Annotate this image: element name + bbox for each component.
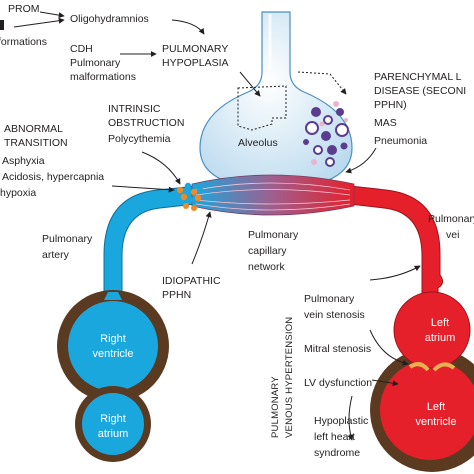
parenchymal-particles [303, 101, 349, 167]
label-idiopathic-1: IDIOPATHIC [162, 275, 221, 287]
label-idiopathic-2: PPHN [162, 289, 191, 301]
label-parenchymal-1: PARENCHYMAL L [374, 71, 462, 83]
label-vein-stenosis-2: vein stenosis [304, 309, 365, 321]
label-asphyxia: Asphyxia [2, 155, 45, 167]
label-hypoxia: hypoxia [0, 187, 36, 199]
label-capillary-1: Pulmonary [248, 229, 299, 241]
label-hypoplastic-1: Hypoplastic [314, 415, 368, 427]
label-left-atrium-2: atrium [425, 332, 456, 344]
label-cdh: CDH [70, 43, 93, 55]
hypoplasia-outline [237, 85, 287, 131]
label-capillary-2: capillary [248, 245, 287, 257]
label-right-ventricle-1: Right [100, 333, 126, 345]
label-left-ventricle-2: ventricle [416, 416, 457, 428]
label-pulmonary-hypoplasia-1: PULMONARY [162, 43, 228, 55]
label-right-ventricle-2: ventricle [93, 348, 134, 360]
label-abnormal-2: TRANSITION [4, 137, 68, 149]
label-right-atrium-1: Right [100, 413, 126, 425]
label-prom: PROM [8, 3, 40, 15]
label-hypoplastic-2: left heart [314, 431, 355, 443]
label-left-atrium-1: Left [431, 317, 449, 329]
label-lv-dysfunction: LV dysfunction [304, 377, 372, 389]
label-left-ventricle-1: Left [427, 401, 445, 413]
left-heart [370, 291, 474, 472]
label-pulmonary-malformations-2: malformations [70, 71, 136, 83]
partial-bar-mark [0, 20, 4, 30]
alveolus-structure [199, 11, 353, 189]
label-hypoplastic-3: syndrome [314, 447, 360, 459]
pulmonary-vein [349, 185, 444, 301]
label-right-atrium-2: atrium [98, 428, 129, 440]
label-pneumonia: Pneumonia [374, 135, 427, 147]
label-pulmonary-artery-1: Pulmonary [42, 233, 93, 245]
label-pvh-2: VENOUS HYPERTENSION [284, 317, 295, 438]
right-heart [57, 290, 169, 462]
label-mas: MAS [374, 117, 397, 129]
label-oligohydramnios: Oligohydramnios [70, 13, 149, 25]
label-acidosis: Acidosis, hypercapnia [2, 171, 104, 183]
label-pulmonary-malformations-1: Pulmonary [70, 57, 121, 69]
label-pvh-1: PULMONARY [270, 376, 281, 438]
label-parenchymal-3: PPHN) [374, 99, 407, 111]
label-vein-stenosis-1: Pulmonary [304, 293, 355, 305]
label-intrinsic-1: INTRINSIC [108, 103, 161, 115]
label-pulmonary-hypoplasia-2: HYPOPLASIA [162, 57, 229, 69]
label-pulmonary-vein-1: Pulmonary [428, 213, 474, 225]
arrows [13, 11, 421, 441]
label-polycythemia: Polycythemia [108, 133, 171, 145]
label-intrinsic-2: OBSTRUCTION [108, 117, 184, 129]
label-capillary-3: network [248, 261, 286, 273]
polycythemia-cluster [175, 182, 203, 211]
label-mitral-stenosis: Mitral stenosis [304, 343, 371, 355]
label-alveolus: Alveolus [238, 137, 278, 149]
label-malformations-partial: formations [0, 36, 47, 48]
label-pulmonary-vein-2: vei [446, 229, 459, 241]
label-pulmonary-artery-2: artery [42, 249, 70, 261]
label-parenchymal-2: DISEASE (SECONI [374, 85, 466, 97]
capillary-network [191, 174, 355, 216]
label-abnormal-1: ABNORMAL [4, 123, 63, 135]
